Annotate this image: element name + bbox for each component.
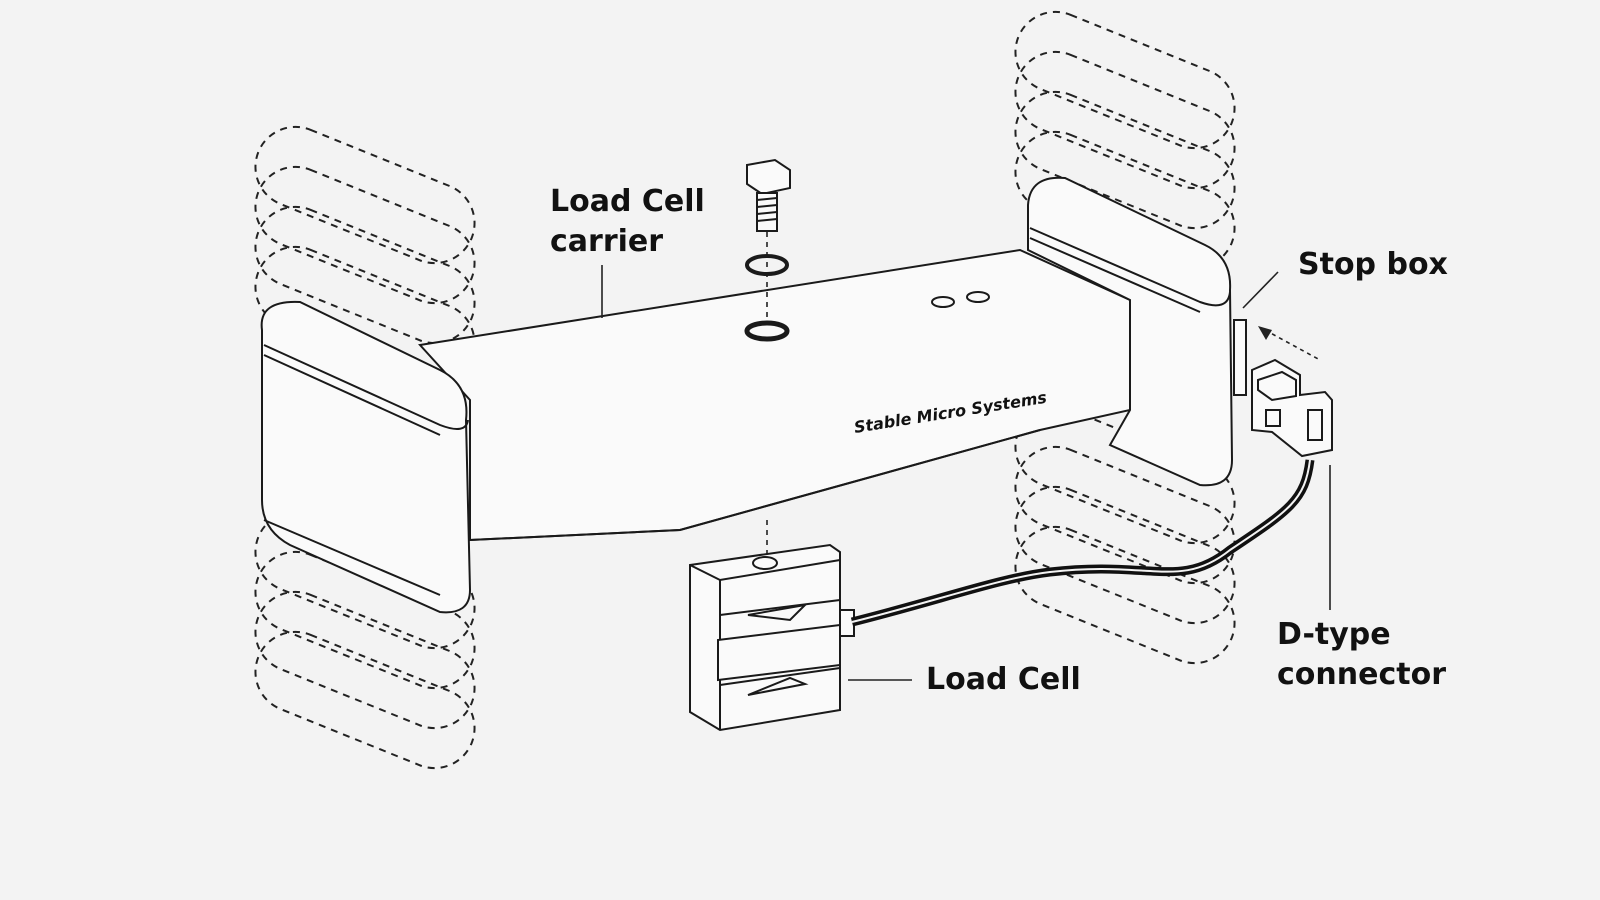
label-carrier-line1: Load Cell [550,184,705,219]
label-carrier-line2: carrier [550,224,664,259]
label-load-cell-carrier: Load Cell carrier [550,182,705,262]
left-end-block [260,300,472,614]
bolt [746,158,791,232]
label-dtype-line2: connector [1277,657,1446,692]
label-stop-box: Stop box [1298,247,1448,282]
left-lower-dashed-outlines [254,510,476,770]
load-cell-carrier: Stable Micro Systems [418,248,1131,542]
right-upper-dashed-outlines [1014,10,1236,270]
stop-box [1233,319,1247,396]
lower-washer [744,320,790,342]
right-lower-dashed-outlines [1014,405,1236,665]
label-load-cell: Load Cell [926,662,1081,697]
right-end-block [1027,176,1234,487]
stop-box-leader-line [1242,271,1279,309]
label-d-type-connector: D-type connector [1277,615,1446,695]
upper-washer [745,254,789,276]
label-dtype-line1: D-type [1277,617,1391,652]
d-type-connector [1251,358,1333,458]
load-cell [689,543,855,732]
connector-arrowhead [1258,326,1272,340]
connector-direction-line [1264,329,1321,361]
